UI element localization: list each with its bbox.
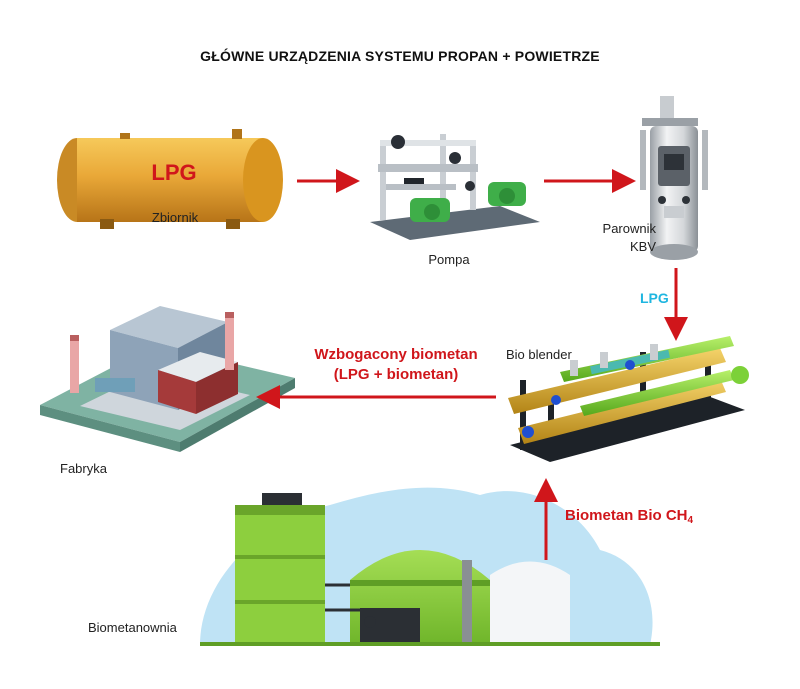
enriched-biomethane-label: Wzbogacony biometan (LPG + biometan) [286, 345, 506, 385]
biomethane-plant [200, 487, 660, 646]
lpg-flow-label: LPG [640, 290, 669, 306]
bio-blender [508, 336, 749, 462]
factory-label: Fabryka [60, 461, 107, 476]
pump-label: Pompa [428, 252, 470, 267]
lpg-tank [57, 129, 283, 229]
flow-arrows [256, 169, 688, 560]
biomethane-flow-text: Biometan Bio CH [565, 507, 688, 524]
vaporizer-label-line2: KBV [629, 239, 656, 254]
vaporizer-label-line1: Parownik [602, 221, 656, 236]
vaporizer-kbv [640, 96, 708, 260]
blender-label: Bio blender [506, 347, 572, 362]
enriched-line2: (LPG + biometan) [333, 366, 459, 383]
pump-skid [370, 134, 540, 240]
factory [40, 306, 295, 452]
biomethane-flow-subscript: 4 [687, 515, 694, 526]
plant-label: Biometanownia [88, 620, 177, 635]
page-title: GŁÓWNE URZĄDZENIA SYSTEMU PROPAN + POWIE… [200, 48, 600, 64]
tank-label: Zbiornik [151, 210, 199, 225]
enriched-line1: Wzbogacony biometan [314, 346, 478, 363]
biomethane-flow-label: Biometan Bio CH4 [565, 507, 693, 526]
tank-lpg-text: LPG [151, 160, 196, 185]
vaporizer-label: Parownik KBV [596, 220, 656, 256]
